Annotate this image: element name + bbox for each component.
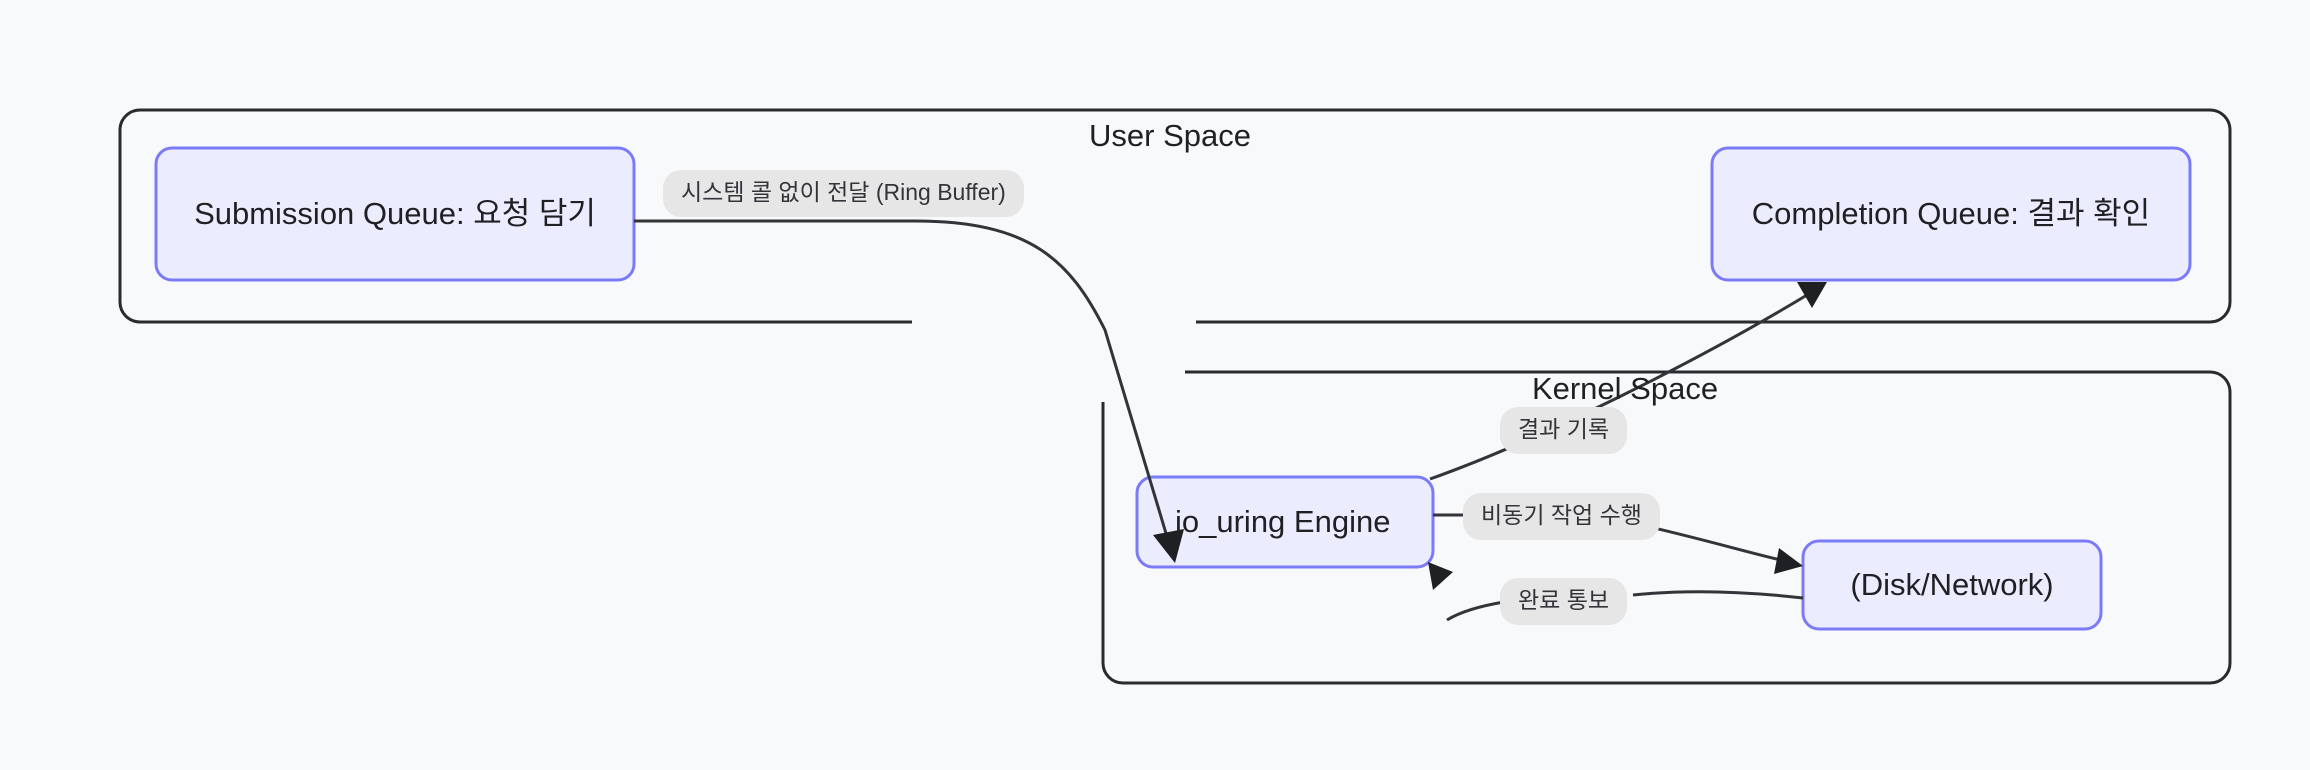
cluster-user-space-border [118,108,2232,324]
edge-engine-to-device [1433,513,1803,574]
cluster-title-user-space: User Space [1089,118,1251,153]
edge-sq-to-engine-arrowhead [1153,529,1184,563]
node-io-uring-engine-box[interactable] [1135,475,1435,569]
edge-engine-to-cq [1429,282,1827,481]
edge-device-to-engine-arrowhead [1428,562,1453,590]
node-disk-network-box[interactable] [1801,539,2103,631]
edge-device-to-engine-path [1446,590,1804,622]
edge-sq-to-engine [634,219,1184,563]
cluster-title-kernel-space: Kernel Space [1531,371,1719,406]
edge-engine-to-cq-path [1429,290,1813,481]
edge-sq-to-engine-path [634,219,1170,541]
edge-device-to-engine [1428,562,1804,622]
edge-label-engine-to-cq: 결과 기록 [1500,407,1628,454]
node-submission-queue-box[interactable] [154,146,636,282]
cluster-user-space [118,108,2232,324]
edge-label-device-to-engine: 완료 통보 [1500,578,1628,625]
cluster-kernel-space-border [1101,370,2232,685]
edge-label-sq-to-engine: 시스템 콜 없이 전달 (Ring Buffer) [663,170,1024,217]
edge-label-engine-to-device: 비동기 작업 수행 [1463,493,1660,540]
edge-engine-to-cq-arrowhead [1797,282,1827,308]
cluster-kernel-space [1101,370,2232,685]
edge-engine-to-device-path [1433,513,1786,563]
edge-engine-to-device-arrowhead [1774,548,1803,574]
node-completion-queue-box[interactable] [1710,146,2192,282]
